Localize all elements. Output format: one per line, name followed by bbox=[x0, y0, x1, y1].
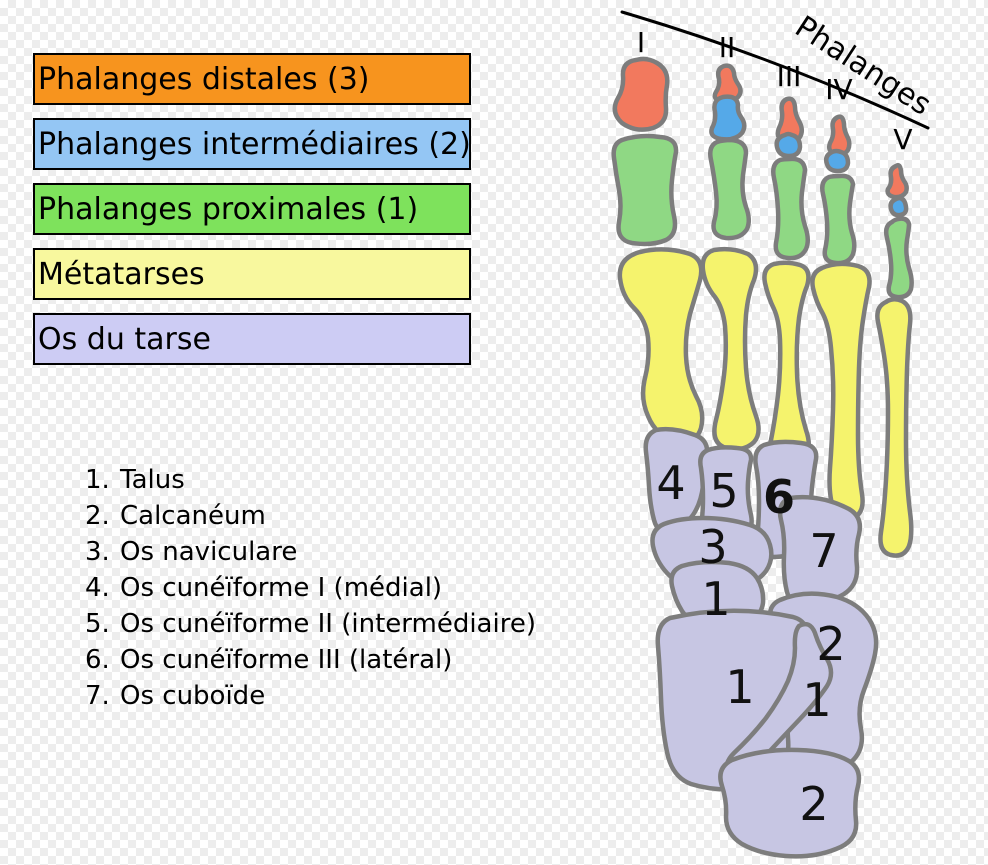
legend-item-proximal-phalanges: Phalanges proximales (1) bbox=[33, 183, 471, 235]
toe4-distal-phalanx bbox=[826, 114, 852, 157]
toe3-proximal-phalanx bbox=[771, 156, 810, 261]
legend-item-tarsal-bones: Os du tarse bbox=[33, 313, 471, 365]
legend-label-tarsal-bones: Os du tarse bbox=[38, 321, 211, 357]
toe2-proximal-phalanx bbox=[708, 137, 751, 241]
phalanges-bracket-curve bbox=[620, 10, 930, 130]
list-item-cuneiform-1: 4. Os cunéïforme I (médial) bbox=[85, 570, 536, 606]
list-label: Os naviculare bbox=[120, 537, 298, 567]
list-label: Os cuboïde bbox=[120, 681, 266, 711]
toe5-distal-phalanx bbox=[885, 162, 909, 200]
toe3-intermediate-phalanx bbox=[774, 131, 803, 159]
label-talus-body: 1 bbox=[725, 660, 754, 714]
label-navicular: 3 bbox=[698, 520, 727, 574]
list-item-talus: 1. Talus bbox=[85, 462, 536, 498]
legend-item-metatarsals: Métatarses bbox=[33, 248, 471, 300]
toe2-intermediate-phalanx bbox=[709, 94, 747, 142]
label-cuneiform-2: 5 bbox=[709, 464, 738, 518]
legend-label-intermediate-phalanges: Phalanges intermédiaires (2) bbox=[38, 126, 471, 162]
list-label: Calcanéum bbox=[120, 501, 266, 531]
toe5-intermediate-phalanx bbox=[888, 195, 909, 218]
list-num: 7. bbox=[85, 681, 110, 711]
phalanges-curve-label: Phalanges bbox=[789, 9, 938, 122]
legend-item-distal-phalanges: Phalanges distales (3) bbox=[33, 53, 471, 105]
legend-label-proximal-phalanges: Phalanges proximales (1) bbox=[38, 191, 419, 227]
toe4-intermediate-phalanx bbox=[823, 148, 851, 174]
toe2-metatarsal bbox=[700, 246, 761, 452]
label-cuneiform-1: 4 bbox=[656, 456, 685, 510]
legend-label-distal-phalanges: Phalanges distales (3) bbox=[38, 61, 370, 97]
list-label: Talus bbox=[120, 465, 185, 495]
label-talus-strip: 1 bbox=[802, 673, 831, 727]
label-cuneiform-3: 6 bbox=[763, 470, 795, 524]
list-num: 6. bbox=[85, 645, 110, 675]
list-item-navicular: 3. Os naviculare bbox=[85, 534, 536, 570]
label-calcaneus-upper: 2 bbox=[816, 617, 845, 671]
list-item-calcaneus: 2. Calcanéum bbox=[85, 498, 536, 534]
list-num: 1. bbox=[85, 465, 110, 495]
list-label: Os cunéïforme I (médial) bbox=[120, 573, 443, 603]
label-calcaneus-lower: 2 bbox=[799, 777, 828, 831]
list-num: 2. bbox=[85, 501, 110, 531]
toe1-metatarsal bbox=[617, 247, 705, 444]
list-item-cuneiform-3: 6. Os cunéïforme III (latéral) bbox=[85, 642, 536, 678]
list-label: Os cunéïforme III (latéral) bbox=[120, 645, 453, 675]
toe5-numeral: V bbox=[893, 123, 912, 156]
toe1-proximal-phalanx bbox=[611, 133, 679, 247]
list-item-cuboid: 7. Os cuboïde bbox=[85, 678, 536, 714]
calcaneus-lower-bone bbox=[718, 747, 862, 859]
legend-label-metatarsals: Métatarses bbox=[38, 256, 205, 292]
toe1-distal-phalanx bbox=[612, 56, 670, 132]
toe5-metatarsal bbox=[875, 297, 914, 558]
legend-item-intermediate-phalanges: Phalanges intermédiaires (2) bbox=[33, 118, 471, 170]
label-cuboid: 7 bbox=[809, 524, 838, 578]
list-num: 5. bbox=[85, 609, 110, 639]
toe4-proximal-phalanx bbox=[820, 173, 857, 266]
toe5-proximal-phalanx bbox=[883, 216, 914, 300]
legend: Phalanges distales (3) Phalanges intermé… bbox=[33, 53, 471, 378]
label-talus-head: 1 bbox=[701, 572, 730, 626]
toe1-numeral: I bbox=[637, 26, 645, 59]
toe4-metatarsal bbox=[810, 261, 872, 522]
tarsal-bone-list: 1. Talus 2. Calcanéum 3. Os naviculare 4… bbox=[85, 462, 536, 714]
list-label: Os cunéïforme II (intermédiaire) bbox=[120, 609, 536, 639]
list-num: 4. bbox=[85, 573, 110, 603]
list-item-cuneiform-2: 5. Os cunéïforme II (intermédiaire) bbox=[85, 606, 536, 642]
toe3-metatarsal bbox=[762, 260, 811, 467]
list-num: 3. bbox=[85, 537, 110, 567]
